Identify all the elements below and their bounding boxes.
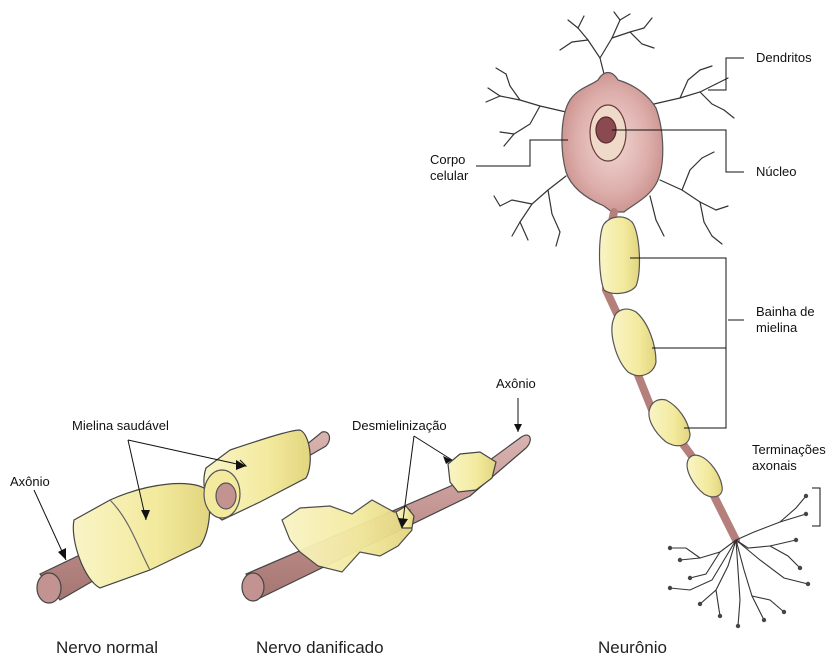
myelin-segment <box>612 309 656 376</box>
label-dendritos: Dendritos <box>756 50 812 66</box>
myelin-segment <box>649 399 690 445</box>
myelin-segments <box>600 217 723 497</box>
label-corpo-line2: celular <box>430 168 468 184</box>
label-terminacoes-line1: Terminações <box>752 442 826 458</box>
label-bainha-line1: Bainha de <box>756 304 815 320</box>
label-terminacoes-axonais: Terminações axonais <box>752 442 826 474</box>
dendrites-top <box>560 12 654 82</box>
label-desmielinizacao: Desmielinização <box>352 418 447 434</box>
caption-nervo-normal: Nervo normal <box>56 638 158 658</box>
label-corpo-celular: Corpo celular <box>430 152 468 184</box>
label-terminacoes-line2: axonais <box>752 458 826 474</box>
caption-neuronio: Neurônio <box>598 638 667 658</box>
label-corpo-line1: Corpo <box>430 152 468 168</box>
axon-end-damaged <box>242 573 264 601</box>
caption-nervo-danificado: Nervo danificado <box>256 638 384 658</box>
label-axonio-left: Axônio <box>10 474 50 490</box>
axon-end-normal <box>37 573 61 603</box>
label-nucleo: Núcleo <box>756 164 796 180</box>
label-bainha-mielina: Bainha de mielina <box>756 304 815 336</box>
label-bainha-line2: mielina <box>756 320 815 336</box>
label-axonio-right: Axônio <box>496 376 536 392</box>
myelin-segment <box>600 217 640 294</box>
axon-terminals <box>670 496 808 626</box>
myelin-fragment <box>448 452 496 492</box>
myelin-segment <box>687 455 722 497</box>
label-mielina-saudavel: Mielina saudável <box>72 418 169 434</box>
dendrites-left <box>486 68 566 246</box>
